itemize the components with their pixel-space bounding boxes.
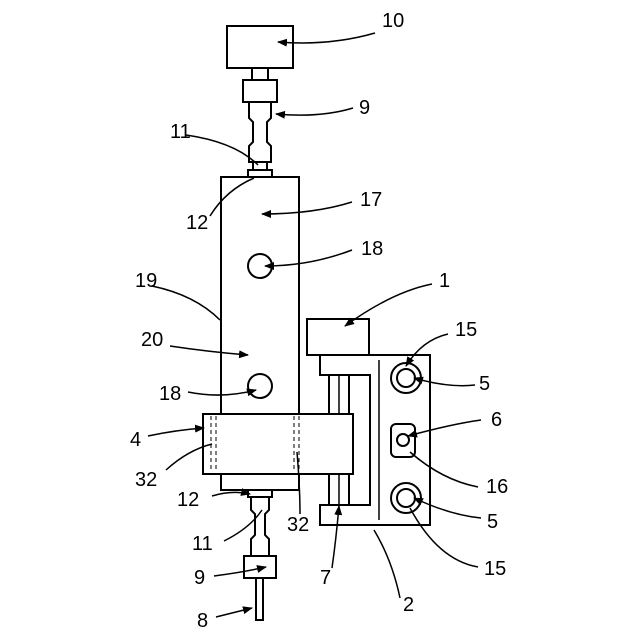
cap-bottom — [248, 490, 272, 497]
probe-8 — [256, 578, 263, 620]
label-15-bottom: 15 — [484, 558, 506, 580]
label-10: 10 — [382, 10, 404, 32]
label-7: 7 — [320, 567, 331, 589]
label-11-top: 11 — [170, 121, 191, 143]
label-9-top: 9 — [359, 97, 370, 119]
coupling-bottom — [244, 556, 276, 578]
clamp-band — [203, 414, 353, 474]
label-15-top: 15 — [455, 319, 477, 341]
label-6: 6 — [491, 409, 502, 431]
label-18-bottom: 18 — [159, 383, 181, 405]
label-11-bottom: 11 — [192, 533, 213, 555]
label-9-bottom: 9 — [194, 567, 205, 589]
shaft-stub-top — [252, 68, 268, 80]
label-1: 1 — [439, 270, 450, 292]
top-block-1 — [307, 319, 369, 355]
label-32-right: 32 — [287, 514, 309, 536]
cap-top — [248, 170, 272, 177]
slot-pin — [397, 434, 409, 446]
label-4: 4 — [130, 429, 141, 451]
label-12-top: 12 — [186, 212, 208, 234]
label-8: 8 — [197, 610, 208, 632]
label-2: 2 — [403, 594, 414, 616]
bolt-top-inner — [397, 369, 415, 387]
label-18-top: 18 — [361, 238, 383, 260]
label-17: 17 — [360, 189, 382, 211]
label-5-top: 5 — [479, 373, 490, 395]
label-20: 20 — [141, 329, 163, 351]
threaded-shaft-top — [249, 102, 271, 162]
threaded-shaft-bottom — [251, 497, 269, 556]
coupling-top — [243, 80, 277, 102]
label-5-bottom: 5 — [487, 511, 498, 533]
bolt-bottom-inner — [397, 489, 415, 507]
motor-block-top — [227, 26, 293, 68]
label-32-left: 32 — [135, 469, 157, 491]
label-16: 16 — [486, 476, 508, 498]
label-12-bottom: 12 — [177, 489, 199, 511]
label-19: 19 — [135, 270, 157, 292]
hole-bottom — [248, 374, 272, 398]
